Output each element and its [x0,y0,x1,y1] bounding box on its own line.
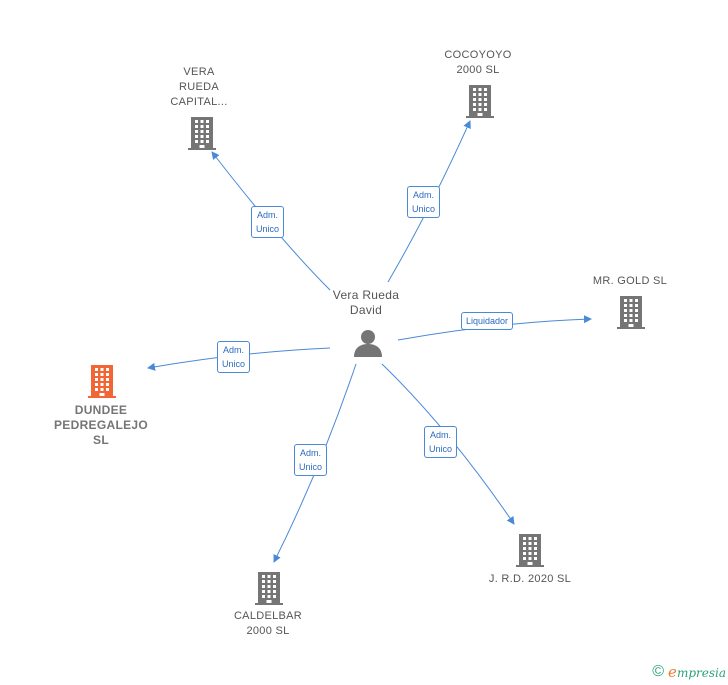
copyright-icon: © [652,663,665,680]
building-icon[interactable] [186,115,218,151]
node-label-mr-gold-sl[interactable]: MR. GOLD SL [592,275,668,287]
node-label-jrd-2020-sl[interactable]: J. R.D. 2020 SL [488,573,572,585]
node-label-cocoyoyo-2000-sl[interactable]: COCOYOYO 2000 SL [444,49,512,76]
footer-brand: © empresia [652,663,726,681]
building-icon[interactable] [86,363,118,399]
node-label-vera-rueda-capital[interactable]: VERA RUEDA CAPITAL... [170,66,228,108]
brand-name: mpresia [676,666,726,680]
center-person-label[interactable]: Vera Rueda David [332,288,400,317]
node-label-caldelbar-2000-sl[interactable]: CALDELBAR 2000 SL [233,610,303,637]
edge-label-adm-unico: Adm. Unico [294,444,328,476]
edge-label-adm-unico: Adm. Unico [407,186,441,218]
building-icon[interactable] [464,83,496,119]
building-icon[interactable] [253,570,285,606]
edge-label-liquidador: Liquidador [461,312,514,330]
node-label-dundee-pedregalejo-sl[interactable]: DUNDEE PEDREGALEJO SL [54,403,148,447]
building-icon[interactable] [615,294,647,330]
edge-label-adm-unico: Adm. Unico [251,206,285,238]
brand-initial: e [668,663,677,681]
edge-label-adm-unico: Adm. Unico [217,341,251,373]
edge-label-adm-unico: Adm. Unico [424,426,458,458]
person-icon[interactable] [352,328,384,358]
building-icon[interactable] [514,532,546,568]
